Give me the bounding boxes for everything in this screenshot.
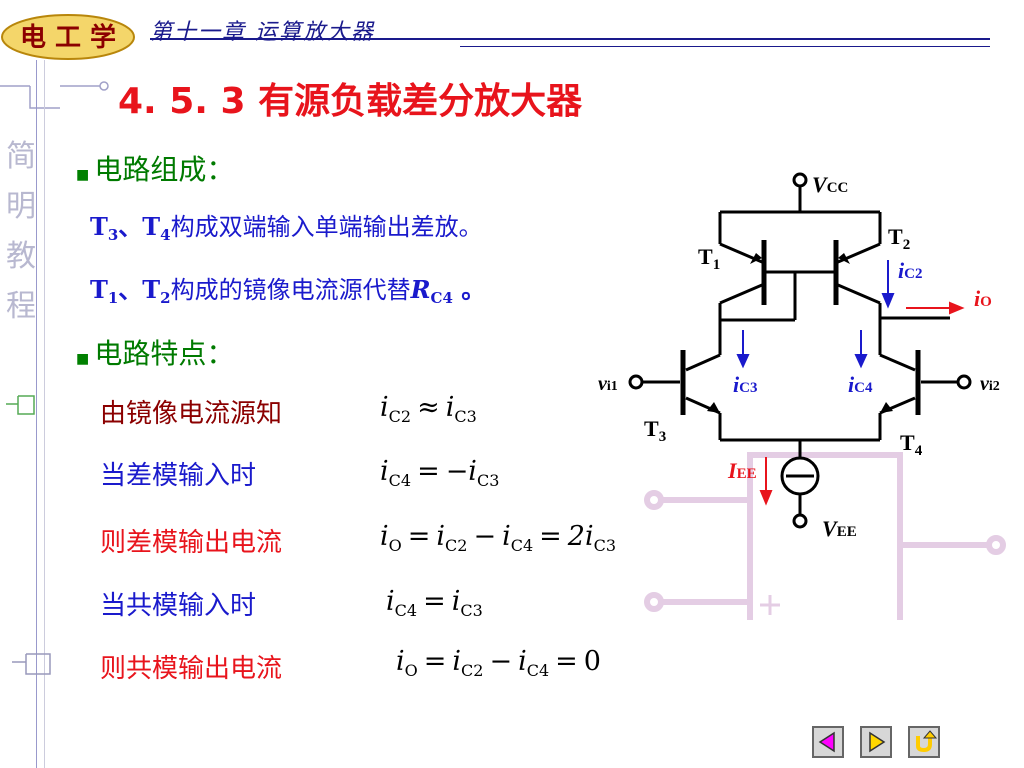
ic4-label: iC4 (848, 372, 873, 397)
vi1-label: vi1 (598, 373, 618, 395)
row-label: 当差模输入时 (100, 461, 257, 491)
header-rule (150, 38, 990, 40)
square-bullet-icon: ■ (76, 351, 90, 367)
ic2-label: iC2 (898, 258, 922, 283)
square-bullet-icon: ■ (76, 167, 90, 183)
return-button[interactable] (908, 726, 940, 758)
t1-label: T1 (698, 244, 720, 273)
equation-5: iO=iC2−iC4=0 (396, 646, 601, 680)
circuit-diagram: VCC VEE IEE iC2 iC3 iC4 iO vi1 vi2 T1 T2… (598, 172, 1006, 620)
t3-label: T3 (644, 416, 666, 445)
equation-1: iC2≈iC3 (380, 392, 477, 426)
equation-3: iO=iC2−iC4=2iC3 (380, 521, 617, 555)
margin-decoration (6, 395, 35, 415)
vi2-label: vi2 (980, 373, 1000, 395)
course-logo: 电 工 学 (1, 14, 135, 60)
equation-2: iC4=−iC3 (380, 456, 500, 490)
side-label: 简 明 教 程 (6, 139, 36, 324)
section-heading: 电路组成： (94, 153, 235, 186)
margin-line-2 (44, 60, 45, 768)
chapter-title: 第十一章 运算放大器 (150, 20, 375, 45)
t4-label: T4 (900, 430, 923, 459)
page-title: 4. 5. 3 有源负载差分放大器 (118, 81, 583, 122)
margin-line (36, 60, 37, 768)
emitter-arrows (707, 253, 893, 413)
row-label: 则差模输出电流 (100, 528, 283, 558)
triangle-left-icon (818, 731, 835, 753)
vee-label: VEE (822, 516, 857, 541)
corner-decoration (0, 81, 109, 109)
vcc-label: VCC (812, 172, 848, 197)
section-heading: 电路特点： (94, 337, 235, 370)
row-label: 当共模输入时 (100, 591, 257, 621)
t2-label: T2 (888, 224, 910, 253)
composition-line-1: T3、T4构成双端输入单端输出差放。 (90, 212, 483, 244)
logo-text: 电 工 学 (20, 22, 116, 53)
watermark-decoration (644, 452, 1006, 620)
next-button[interactable] (860, 726, 892, 758)
output-current-arrows (759, 301, 965, 506)
margin-decoration-2 (12, 653, 51, 675)
return-arrow-icon (916, 730, 938, 753)
circuit-wires (628, 172, 972, 529)
equation-4: iC4=iC3 (386, 586, 483, 620)
row-label: 则共模输出电流 (100, 654, 283, 684)
current-arrows (736, 260, 895, 369)
iee-label: IEE (727, 458, 757, 483)
header-rule-thin (460, 46, 990, 47)
composition-line-2: T1、T2构成的镜像电流源代替RC4 。 (90, 275, 486, 307)
io-label: iO (974, 286, 992, 311)
ic3-label: iC3 (733, 372, 757, 397)
prev-button[interactable] (812, 726, 844, 758)
section-composition: ■ 电路组成： (76, 148, 234, 188)
triangle-right-icon (869, 731, 886, 753)
section-features: ■ 电路特点： (76, 332, 234, 372)
row-label: 由镜像电流源知 (100, 399, 283, 429)
